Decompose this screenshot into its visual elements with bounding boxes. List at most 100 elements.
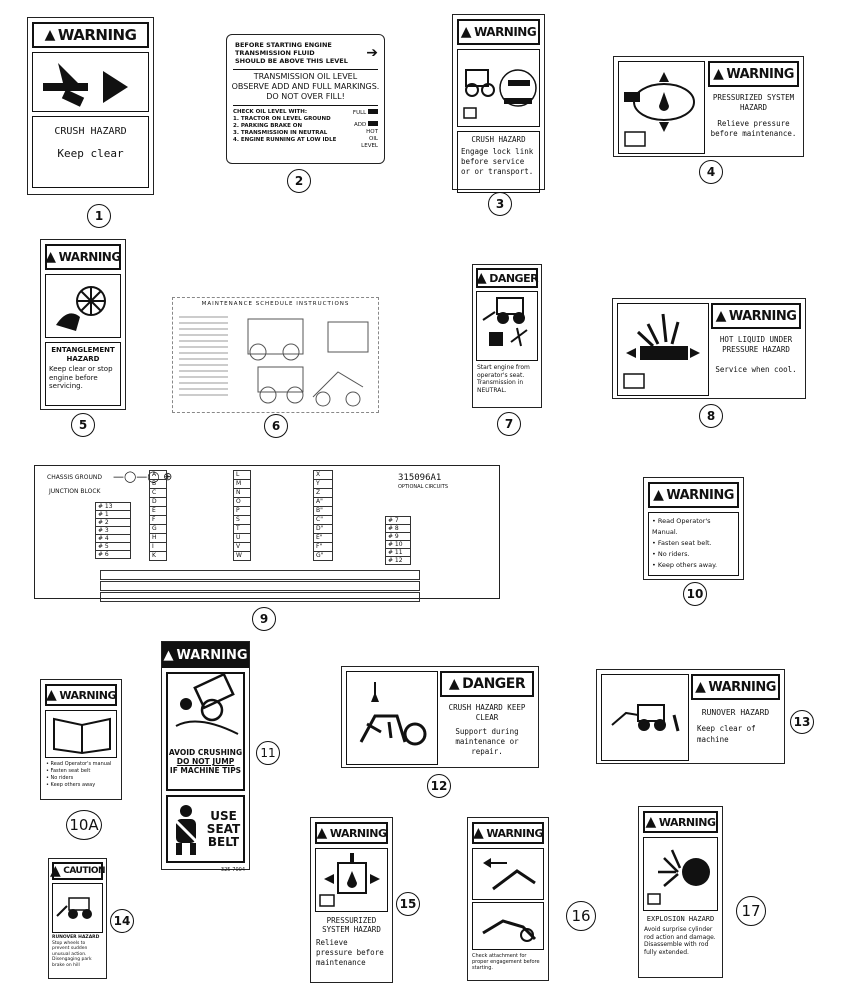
avoid-crushing-text: AVOID CRUSHING	[168, 748, 243, 757]
message-box: CRUSH HAZARD Keep clear	[32, 116, 149, 188]
label-8-hot-liquid-hazard: ▲WARNING HOT LIQUID UNDER PRESSURE HAZAR…	[612, 298, 806, 399]
warning-header: ▲WARNING	[648, 482, 739, 508]
hazard-title: RUNOVER HAZARD	[701, 708, 770, 717]
message-box: • Read Operator's Manual. • Fasten seat …	[648, 512, 739, 576]
warning-header: ▲WARNING	[691, 674, 780, 700]
loader-runover-icon	[611, 704, 680, 732]
warning-header: ▲WARNING	[45, 244, 121, 270]
label-15-pressurized-system: ▲WARNING PRESSURIZED SYSTEM HAZARD Relie…	[310, 817, 393, 983]
callout-3: 3	[488, 192, 512, 216]
danger-header: ▲DANGER	[440, 671, 534, 697]
hazard-message: Check attachment for proper engagement b…	[472, 953, 540, 971]
hazard-message: Support during maintenance or repair.	[455, 727, 519, 756]
mid-2: OBSERVE ADD AND FULL MARKINGS.	[231, 82, 380, 91]
callout-6: 6	[264, 414, 288, 438]
explosion-pictogram	[643, 837, 718, 911]
callout-13: 13	[790, 710, 814, 734]
belt-text: BELT	[207, 834, 240, 849]
bullet-2: • Fasten seat belt.	[652, 539, 712, 547]
warning-triangle-icon: ▲	[653, 487, 664, 503]
callout-17: 17	[736, 896, 766, 926]
warning-triangle-icon: ▲	[475, 270, 487, 286]
warning-header: ▲WARNING	[32, 22, 149, 48]
book-icon	[463, 107, 477, 119]
label-10-operator-rules: ▲WARNING • Read Operator's Manual. • Fas…	[643, 477, 744, 580]
hazard-message: Start engine from operator's seat. Trans…	[477, 364, 530, 394]
hazard-title: ENTANGLEMENT HAZARD	[51, 346, 115, 363]
hazard-title: CRUSH HAZARD KEEP CLEAR	[448, 703, 526, 722]
label-9-fuse-relay-chart: CHASSIS GROUND —◯—◯ ⊕ JUNCTION BLOCK # 1…	[34, 465, 500, 602]
part-number: 315096A1	[398, 473, 442, 483]
hazard-title: PRESSURIZED SYSTEM HAZARD	[322, 916, 381, 934]
runover-pictogram	[476, 291, 538, 361]
add-mark: ADD	[354, 122, 367, 128]
check-1: 1. TRACTOR ON LEVEL GROUND	[233, 116, 331, 122]
callout-16: 16	[566, 901, 596, 931]
attachment-arrow-icon	[483, 858, 536, 891]
hazard-message: Avoid surprise cylinder rod action and d…	[644, 926, 716, 956]
seat-text: SEAT	[206, 821, 241, 836]
hazard-message: Service when cool.	[715, 365, 797, 374]
book-icon	[319, 894, 335, 907]
label-16-attachment-engagement: ▲WARNING Check attachment for proper eng…	[467, 817, 549, 981]
check-4: 4. ENGINE RUNNING AT LOW IDLE	[233, 137, 337, 143]
warning-header: ▲WARNING	[708, 61, 799, 87]
warning-triangle-icon: ▲	[713, 66, 724, 82]
arrow-right-icon: ➔	[366, 45, 378, 61]
line-2: TRANSMISSION FLUID	[235, 49, 315, 57]
callout-2: 2	[287, 169, 311, 193]
warning-triangle-icon: ▲	[163, 647, 174, 663]
relay-cell: # 6	[95, 550, 131, 559]
callout-5: 5	[71, 413, 95, 437]
manual-pictogram	[45, 710, 117, 758]
loader-pictogram	[52, 883, 103, 933]
hazard-title: PRESSURIZED SYSTEM HAZARD	[712, 93, 795, 112]
label-13-runover-hazard: ▲WARNING RUNOVER HAZARD Keep clear of ma…	[596, 669, 785, 764]
attachment-person-icon	[482, 919, 537, 942]
hazard-title: EXPLOSION HAZARD	[646, 915, 715, 923]
book-icon	[624, 131, 646, 147]
bullet-1: • Read Operator's Manual.	[652, 517, 711, 536]
mid-3: DO NOT OVER FILL!	[266, 92, 345, 101]
label-4-pressurized-system: ▲WARNING PRESSURIZED SYSTEM HAZARD Relie…	[613, 56, 804, 157]
entanglement-pictogram	[45, 274, 121, 338]
callout-10a: 10A	[66, 810, 102, 840]
fuse-cell-l: W	[233, 551, 251, 561]
warning-triangle-icon: ▲	[45, 249, 56, 265]
warning-triangle-icon: ▲	[448, 676, 460, 692]
callout-9: 9	[252, 607, 276, 631]
callout-1: 1	[87, 204, 111, 228]
callout-8: 8	[699, 404, 723, 428]
book-icon	[623, 373, 645, 389]
bullet-4: • Keep others away	[46, 782, 96, 788]
hazard-title: HOT LIQUID UNDER PRESSURE HAZARD	[719, 335, 793, 354]
lock-link-pictogram	[457, 49, 540, 127]
bottom-circuit-rows	[100, 570, 420, 602]
label-12-danger-crush-support: ▲DANGER CRUSH HAZARD KEEP CLEAR Support …	[341, 666, 539, 768]
label-3-crush-hazard-lock-link: ▲WARNING CRUSH HAZARD Engage lock link b…	[452, 14, 545, 193]
loader-arm-pictogram	[346, 671, 438, 765]
book-icon	[647, 893, 661, 905]
warning-header: ▲WARNING	[457, 19, 540, 45]
crushed-person-loader-icon	[359, 682, 427, 746]
callout-14: 14	[110, 909, 134, 933]
check-3: 3. TRANSMISSION IN NEUTRAL	[233, 130, 328, 136]
small-loader-icon	[56, 897, 92, 919]
label-5-entanglement-hazard: ▲WARNING ENTANGLEMENT HAZARD Keep clear …	[40, 239, 126, 410]
warning-triangle-icon: ▲	[695, 679, 706, 695]
hazard-message: Keep clear or stop engine before servici…	[49, 365, 113, 390]
message-box: CRUSH HAZARD Engage lock link before ser…	[457, 131, 540, 193]
fan-hand-icon	[56, 286, 106, 331]
hot-radiator-icon	[623, 313, 700, 389]
junction-block-label: JUNCTION BLOCK	[49, 488, 101, 495]
pressure-pictogram	[618, 61, 705, 154]
do-not-jump-text: DO NOT JUMP	[176, 757, 235, 766]
label-7-danger-start-engine: ▲DANGER Start engine from operator's sea…	[472, 264, 542, 408]
hot-text: HOT	[366, 129, 378, 135]
open-book-icon	[53, 717, 111, 755]
warning-header: ▲WARNING	[162, 642, 249, 668]
hazard-message: Relieve pressure before maintenance	[316, 938, 384, 967]
hazard-message: Keep clear	[57, 147, 124, 160]
warning-triangle-icon: ▲	[44, 27, 56, 43]
warning-header: ▲WARNING	[45, 684, 117, 706]
